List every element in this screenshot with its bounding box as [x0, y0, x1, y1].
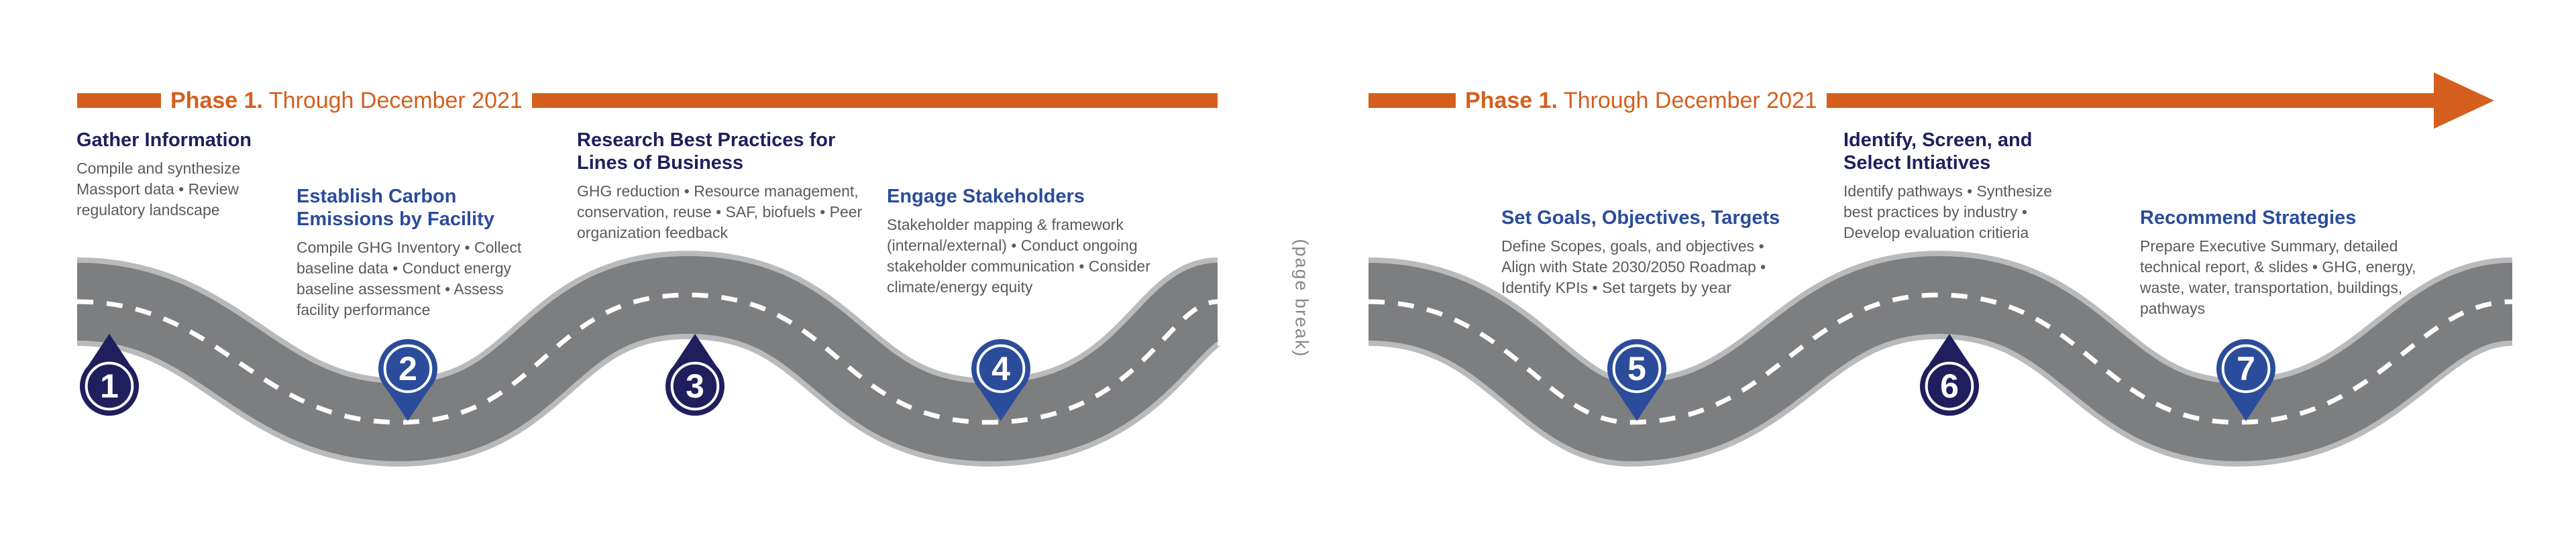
step-2-pin: 2 — [378, 339, 438, 421]
step-4: Engage Stakeholders Stakeholder mapping … — [887, 185, 1155, 298]
step-number: 7 — [2237, 350, 2255, 387]
step-description: Compile and synthesize Massport data • R… — [76, 160, 241, 219]
step-description: GHG reduction • Resource management, con… — [577, 182, 863, 241]
step-title: Recommend Strategies — [2140, 207, 2357, 229]
phase-label-strong: Phase 1. — [170, 88, 263, 113]
step-6: Identify, Screen, and Select Intiatives … — [1843, 129, 2058, 243]
step-description: Identify pathways • Synthesize best prac… — [1843, 182, 2053, 241]
step-4-pin: 4 — [971, 339, 1031, 421]
step-description: Define Scopes, goals, and objectives • A… — [1501, 237, 1766, 296]
map-pin-icon — [1607, 339, 1666, 421]
road-segment-1 — [76, 250, 1225, 467]
step-3-pin: 3 — [665, 334, 724, 416]
pin-ring — [383, 344, 433, 393]
step-number: 5 — [1627, 350, 1646, 387]
step-title: Research Best Practices for Lines of Bus… — [577, 129, 836, 174]
page-break-note: (page break) — [1291, 239, 1312, 358]
step-7-pin: 7 — [2216, 339, 2276, 421]
step-description: Compile GHG Inventory • Collect baseline… — [297, 239, 522, 318]
map-pin-icon — [79, 334, 139, 416]
pin-ring — [670, 361, 720, 411]
step-title: Establish Carbon Emissions by Facility — [297, 186, 494, 230]
phase-label-date: Through December 2021 — [262, 88, 523, 113]
road-segment-2 — [1367, 250, 2515, 467]
map-pin-icon — [665, 334, 724, 416]
map-pin-icon — [1920, 334, 1980, 416]
step-number: 4 — [991, 350, 1010, 387]
pin-ring — [1925, 361, 1974, 411]
map-pin-icon — [378, 339, 438, 421]
step-title: Engage Stakeholders — [887, 186, 1085, 207]
step-number: 6 — [1940, 367, 1959, 405]
pin-ring — [1612, 344, 1662, 393]
pin-ring — [85, 361, 134, 411]
phase-label-date: Through December 2021 — [1557, 88, 1817, 113]
map-pin-icon — [2216, 339, 2276, 421]
phase-label-strong: Phase 1. — [1465, 88, 1558, 113]
step-1-pin: 1 — [79, 334, 139, 416]
step-1: Gather Information Compile and synthesiz… — [76, 129, 278, 221]
step-5: Set Goals, Objectives, Targets Define Sc… — [1501, 206, 1796, 298]
pin-ring — [976, 344, 1026, 393]
step-3: Research Best Practices for Lines of Bus… — [577, 129, 872, 243]
phase-2-label: Phase 1. Through December 2021 — [1456, 84, 1827, 117]
step-5-pin: 5 — [1607, 339, 1666, 421]
pin-ring — [2221, 344, 2271, 393]
step-title: Identify, Screen, and Select Intiatives — [1843, 129, 2033, 174]
step-number: 2 — [398, 350, 417, 387]
step-6-pin: 6 — [1920, 334, 1980, 416]
step-number: 1 — [100, 367, 119, 405]
phase-1-label: Phase 1. Through December 2021 — [161, 84, 532, 117]
map-pin-icon — [971, 339, 1031, 421]
timeline-arrowhead-icon — [2434, 72, 2494, 129]
step-title: Gather Information — [76, 129, 252, 151]
step-description: Stakeholder mapping & framework (interna… — [887, 216, 1150, 296]
step-number: 3 — [686, 367, 704, 405]
step-description: Prepare Executive Summary, detailed tech… — [2140, 237, 2416, 317]
step-title: Set Goals, Objectives, Targets — [1501, 207, 1780, 229]
step-2: Establish Carbon Emissions by Facility C… — [297, 185, 525, 320]
step-7: Recommend Strategies Prepare Executive S… — [2140, 206, 2442, 319]
